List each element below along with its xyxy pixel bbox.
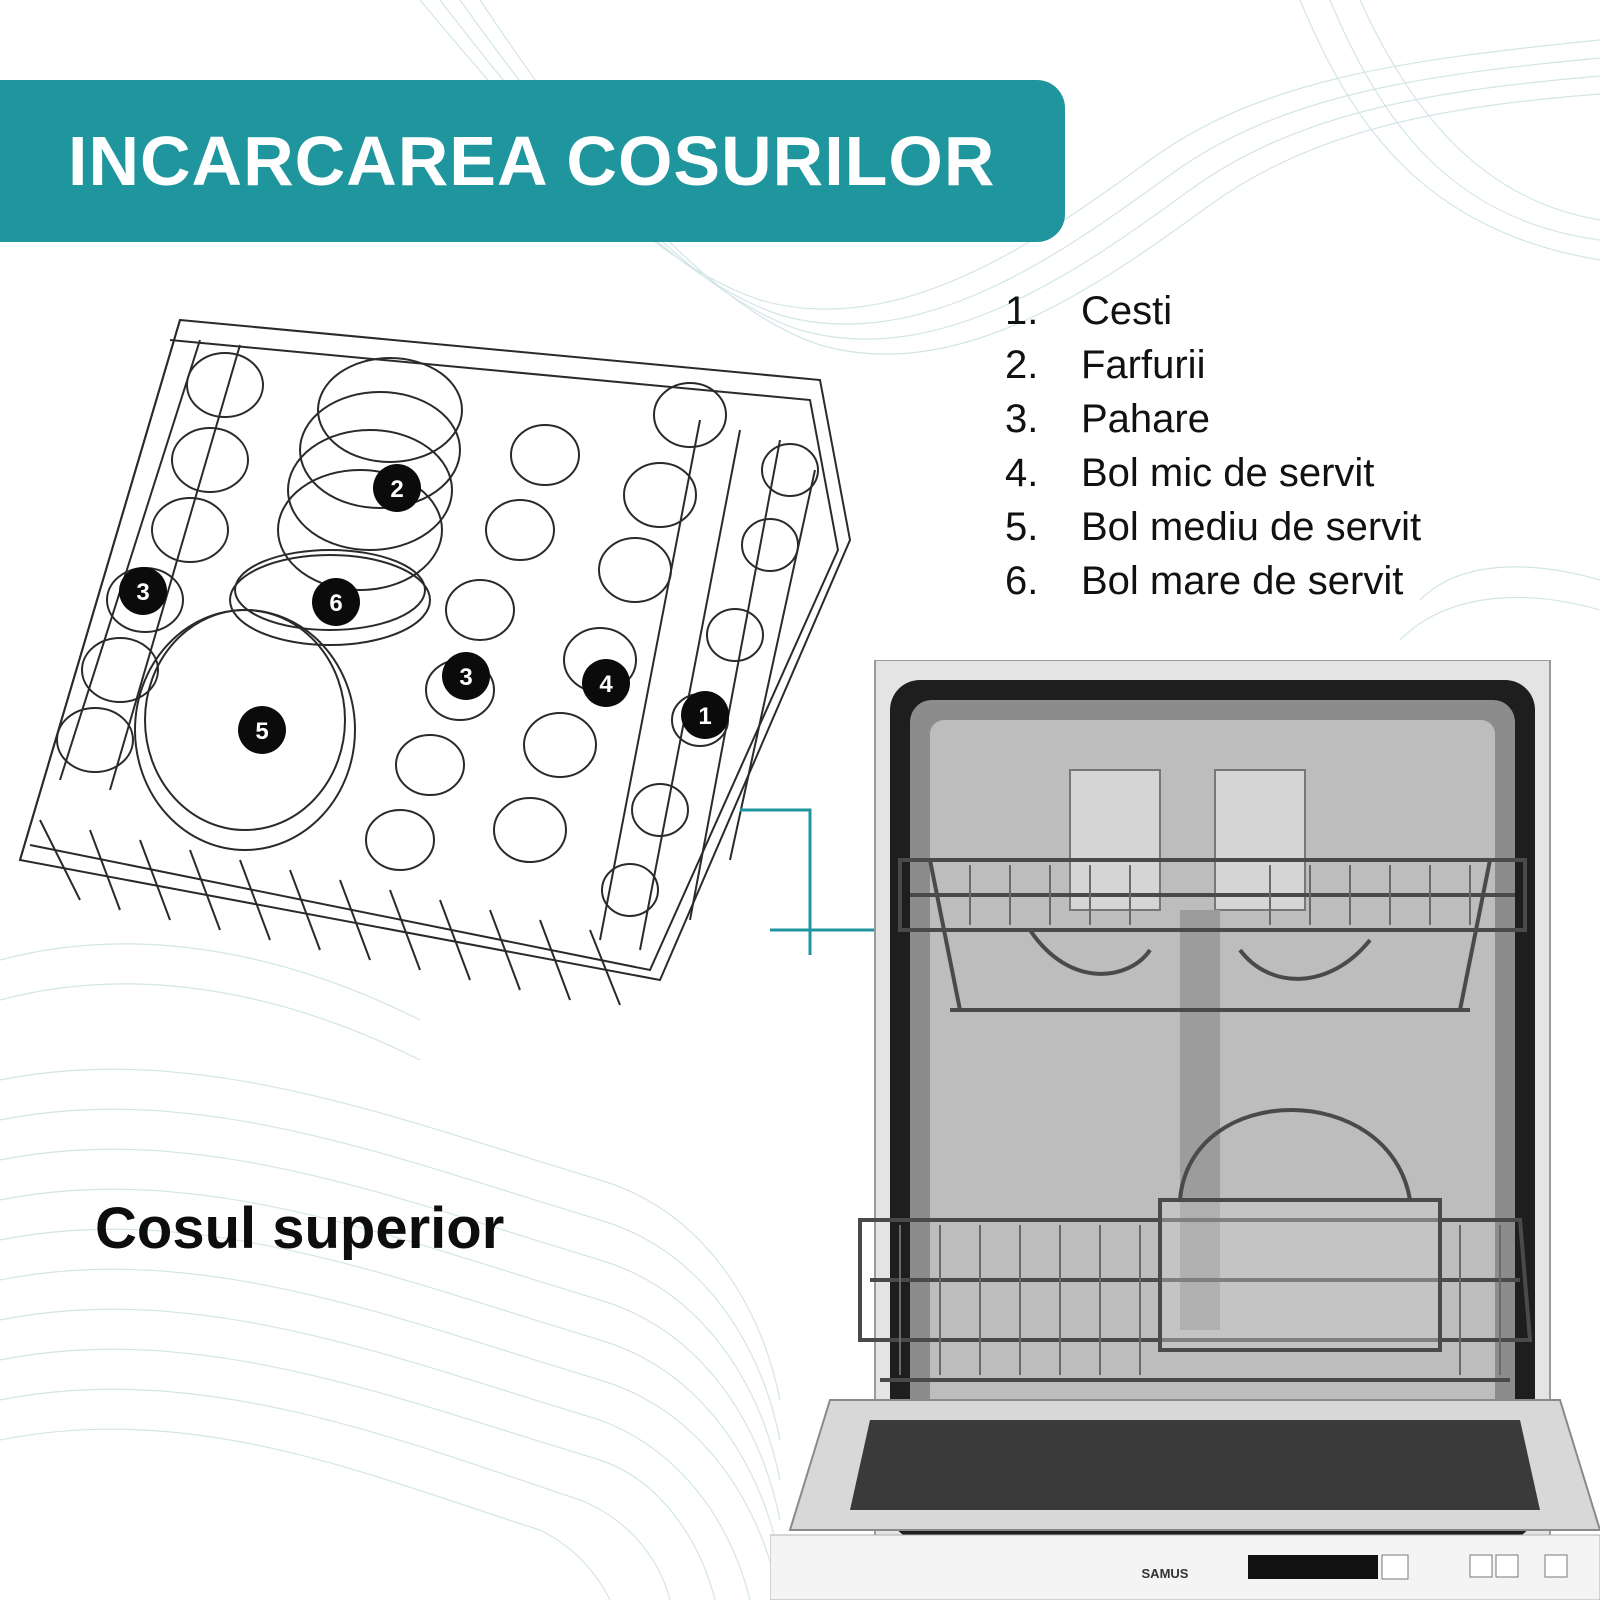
svg-text:6: 6 <box>329 590 342 617</box>
page-title: INCARCAREA COSURILOR <box>68 122 996 200</box>
legend-item: 6. Bol mare de servit <box>1005 554 1421 608</box>
legend-item: 1. Cesti <box>1005 284 1421 338</box>
brand-logo: SAMUS <box>1142 1566 1189 1581</box>
svg-text:1: 1 <box>698 703 711 730</box>
legend-label: Pahare <box>1081 397 1210 441</box>
legend-item: 4. Bol mic de servit <box>1005 446 1421 500</box>
upper-rack-drawing: 2 3 6 3 4 1 5 <box>18 318 852 1006</box>
title-banner: INCARCAREA COSURILOR <box>0 80 1065 242</box>
legend-label: Bol mediu de servit <box>1081 505 1422 549</box>
legend-number: 6. <box>1005 559 1039 603</box>
legend-number: 4. <box>1005 451 1039 495</box>
section-label: Cosul superior <box>95 1196 505 1261</box>
svg-text:2: 2 <box>390 476 403 503</box>
badge-3-left: 3 <box>119 567 167 615</box>
badge-6: 6 <box>312 578 360 626</box>
legend-number: 1. <box>1005 289 1039 333</box>
legend-item: 3. Pahare <box>1005 392 1421 446</box>
legend-list: 1. Cesti 2. Farfurii 3. Pahare 4. Bol mic de… <box>1005 284 1421 608</box>
legend-item: 2. Farfurii <box>1005 338 1421 392</box>
badge-3-right: 3 <box>442 652 490 700</box>
svg-text:3: 3 <box>136 579 149 606</box>
svg-text:4: 4 <box>599 671 613 698</box>
legend-number: 3. <box>1005 397 1039 441</box>
legend-number: 5. <box>1005 505 1039 549</box>
legend-item: 5. Bol mediu de servit <box>1005 500 1421 554</box>
legend-label: Farfurii <box>1081 343 1206 387</box>
badge-1: 1 <box>681 691 729 739</box>
legend-number: 2. <box>1005 343 1039 387</box>
legend-label: Cesti <box>1081 289 1173 333</box>
legend-label: Bol mare de servit <box>1081 559 1404 603</box>
badge-2: 2 <box>373 464 421 512</box>
svg-text:5: 5 <box>255 718 268 745</box>
badge-4: 4 <box>582 659 630 707</box>
badge-5: 5 <box>238 706 286 754</box>
legend-label: Bol mic de servit <box>1081 451 1375 495</box>
svg-text:3: 3 <box>459 664 472 691</box>
dishwasher-illustration: SAMUS <box>770 660 1600 1600</box>
